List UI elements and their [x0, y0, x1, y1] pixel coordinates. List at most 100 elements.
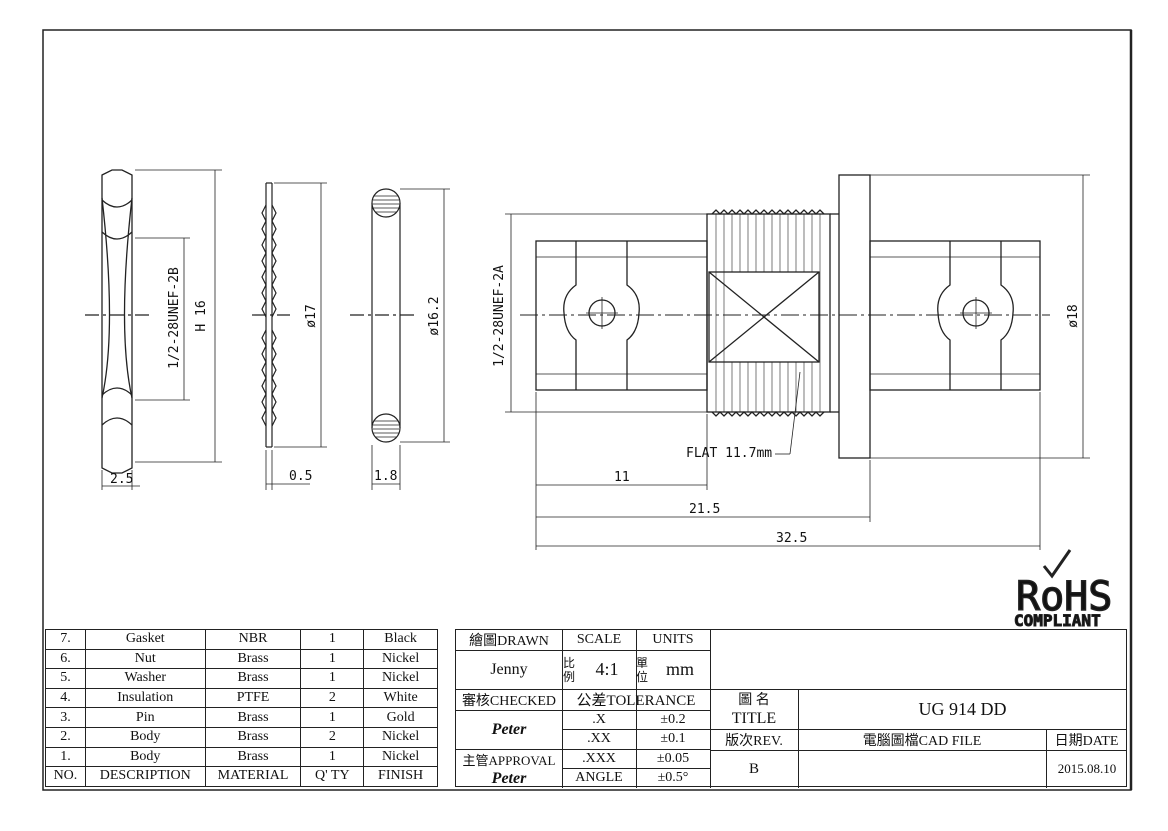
- bom-header-no: NO.: [45, 766, 86, 787]
- tol-xx-value: ±0.1: [660, 731, 686, 746]
- bom-cell-description: Body: [84, 746, 206, 768]
- body-thread-label: 1/2-28UNEF-2A: [492, 265, 507, 367]
- bom-cell-no: 1.: [45, 746, 86, 768]
- bom-cell-finish: Gold: [363, 707, 438, 728]
- body-part: [505, 174, 1090, 550]
- bom-cell-finish: Nickel: [363, 668, 438, 689]
- washer-thickness-label: 0.5: [289, 469, 312, 484]
- title-label-cn: 圖 名: [738, 693, 770, 708]
- bom-cell-description: Insulation: [84, 687, 206, 709]
- bom-cell-description: Pin: [84, 707, 206, 728]
- bom-cell-qty: 1: [300, 668, 365, 689]
- bom-header-description: DESCRIPTION: [84, 766, 206, 787]
- gasket-part: [350, 188, 450, 490]
- bom-cell-no: 7.: [45, 629, 86, 650]
- compliant-text: COMPLIANT: [1014, 611, 1101, 630]
- bom-cell-material: Brass: [204, 746, 302, 768]
- units-unit-label: 單位: [636, 655, 649, 684]
- tol-xxx: .XXX: [582, 750, 616, 766]
- units-label: UNITS: [652, 632, 694, 647]
- date-label: 日期DATE: [1054, 733, 1119, 749]
- rev-label: 版次REV.: [725, 733, 783, 749]
- title-label: TITLE: [731, 710, 777, 727]
- bom-cell-description: Gasket: [84, 629, 206, 650]
- gasket-diameter-label: ø16.2: [427, 296, 442, 335]
- scale-label: SCALE: [576, 632, 622, 647]
- bom-cell-qty: 1: [300, 746, 365, 768]
- drawn-by: Jenny: [490, 660, 528, 678]
- body-diameter-label: ø18: [1066, 304, 1081, 327]
- bom-header-qty: Q' TY: [300, 766, 365, 787]
- tol-xxx-value: ±0.05: [656, 750, 690, 766]
- bom-cell-material: PTFE: [204, 687, 302, 709]
- bom-cell-no: 2.: [45, 726, 86, 748]
- gasket-thickness-label: 1.8: [374, 469, 397, 484]
- nut-height-label: H 16: [194, 300, 209, 331]
- nut-part: [85, 169, 222, 490]
- bom-cell-qty: 2: [300, 726, 365, 748]
- bom-cell-no: 5.: [45, 668, 86, 689]
- approval-label: 主管APPROVAL: [462, 752, 556, 768]
- units-value: mm: [665, 659, 694, 679]
- tol-x: .X: [592, 711, 606, 727]
- bom-cell-qty: 2: [300, 687, 365, 709]
- checkmark-icon: [1042, 549, 1072, 579]
- drawn-label: 繪圖DRAWN: [469, 634, 549, 649]
- bom-cell-material: Brass: [204, 707, 302, 728]
- drawing-title: UG 914 DD: [918, 698, 1007, 719]
- bom-cell-material: Brass: [204, 648, 302, 670]
- bom-cell-description: Body: [84, 726, 206, 748]
- cad-file-label: 電腦圖檔CAD FILE: [862, 733, 982, 749]
- bom-cell-finish: Black: [363, 629, 438, 650]
- rohs-logo: RoHS COMPLIANT: [1012, 548, 1128, 631]
- checked-label: 審核CHECKED: [461, 693, 557, 709]
- bom-header-material: MATERIAL: [204, 766, 302, 787]
- bom-cell-finish: Nickel: [363, 746, 438, 768]
- nut-thickness-label: 2.5: [110, 472, 133, 487]
- length-21-5-label: 21.5: [689, 502, 720, 517]
- approval-signature: Peter: [491, 769, 527, 787]
- bom-cell-no: 3.: [45, 707, 86, 728]
- rev-value: B: [748, 760, 759, 777]
- bom-cell-finish: Nickel: [363, 648, 438, 670]
- bom-cell-description: Washer: [84, 668, 206, 689]
- bom-cell-no: 6.: [45, 648, 86, 670]
- flat-label: FLAT 11.7mm: [686, 446, 772, 461]
- checked-signature: Peter: [491, 720, 527, 738]
- tol-angle: ANGLE: [575, 770, 623, 785]
- bom-cell-material: NBR: [204, 629, 302, 650]
- washer-part: [252, 182, 327, 490]
- title-block: 繪圖DRAWN Jenny 審核CHECKED Peter 主管APPROVAL…: [455, 629, 1127, 788]
- bom-cell-description: Nut: [84, 648, 206, 670]
- length-32-5-label: 32.5: [776, 531, 807, 546]
- nut-thread-label: 1/2-28UNEF-2B: [167, 267, 182, 369]
- tol-xx: .XX: [587, 731, 611, 746]
- bom-cell-material: Brass: [204, 668, 302, 689]
- bom-cell-no: 4.: [45, 687, 86, 709]
- bom-cell-qty: 1: [300, 648, 365, 670]
- bom-cell-finish: Nickel: [363, 726, 438, 748]
- date-value: 2015.08.10: [1046, 750, 1127, 788]
- washer-diameter-label: ø17: [304, 304, 319, 327]
- bom-header-finish: FINISH: [363, 766, 438, 787]
- tolerance-label: 公差TOLERANCE: [576, 693, 696, 709]
- bom-cell-material: Brass: [204, 726, 302, 748]
- bom-cell-qty: 1: [300, 629, 365, 650]
- scale-value: 4:1: [595, 659, 619, 679]
- scale-ratio-label: 比例: [562, 655, 575, 684]
- bom-cell-finish: White: [363, 687, 438, 709]
- length-11-label: 11: [614, 470, 630, 485]
- tol-x-value: ±0.2: [660, 711, 686, 727]
- rohs-text: RoHS: [1016, 574, 1112, 620]
